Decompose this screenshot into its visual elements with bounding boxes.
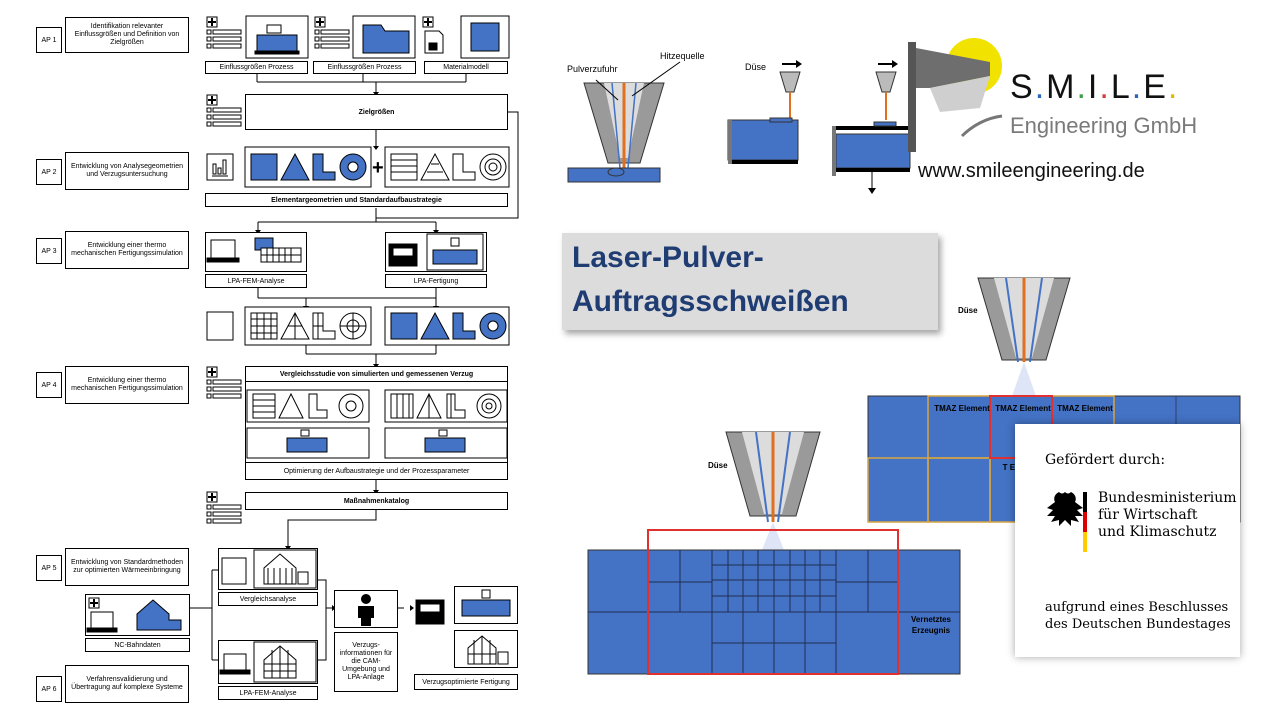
- label-nc-bahndaten: NC-Bahndaten: [85, 638, 190, 652]
- ap6-description: Verfahrensvalidierung und Übertragung au…: [65, 665, 189, 703]
- label-zielgroessen: Zielgrößen: [245, 94, 508, 130]
- mesh-bottom: [587, 431, 961, 675]
- ap3-description: Entwicklung einer thermo mechanischen Fe…: [65, 231, 189, 269]
- logo-letter-s: S: [1010, 68, 1035, 106]
- label-einfluss-prozess-1: Einflussgrößen Prozess: [205, 61, 308, 74]
- person-icon: [358, 594, 374, 626]
- fertigung-icon: [388, 233, 484, 271]
- company-subtitle: Engineering GmbH: [1010, 113, 1198, 138]
- tmaz-element-2: TMAZ Element: [995, 404, 1051, 413]
- nc-icon: [86, 597, 182, 633]
- ap2-geometry-icons: +: [206, 146, 510, 188]
- label-duese-process: Düse: [745, 62, 767, 72]
- ap1-description: Identifikation relevanter Einflussgrößen…: [65, 17, 189, 53]
- ap6-label: AP 6: [36, 676, 62, 702]
- funder-note-2: des Deutschen Bundestages: [1045, 617, 1231, 632]
- tmaz-element-1: TMAZ Element: [934, 404, 990, 413]
- ap1-icons: [206, 15, 510, 59]
- fem-icon: [206, 237, 302, 263]
- label-verzugsoptimierte-fertigung: Verzugsoptimierte Fertigung: [414, 674, 518, 690]
- vergleich-icons: [246, 389, 508, 459]
- ap5-label: AP 5: [36, 555, 62, 581]
- logo-dot-4: .: [1131, 68, 1144, 106]
- label-lpa-fertigung: LPA-Fertigung: [385, 274, 487, 288]
- vergleichsstudie-frame: [245, 366, 508, 480]
- company-url[interactable]: www.smileengineering.de: [918, 160, 1145, 182]
- ap5-description: Entwicklung von Standardmethoden zur opt…: [65, 548, 189, 586]
- label-lpa-fem-analyse-2: LPA-FEM-Analyse: [218, 686, 318, 700]
- label-vergleichsstudie: Vergleichsstudie von simulierten und gem…: [245, 366, 508, 382]
- logo-letter-m: M: [1046, 68, 1077, 106]
- logo-dot-1: .: [1034, 68, 1047, 106]
- ap1-label: AP 1: [36, 27, 62, 53]
- list-plus-icon: [206, 366, 242, 399]
- verzugsopt-icon: [467, 635, 509, 665]
- funder-note-1: aufgrund eines Beschlusses: [1045, 600, 1229, 615]
- ap4-description: Entwicklung einer thermo mechanischen Fe…: [65, 366, 189, 404]
- flow-connectors: [190, 74, 519, 663]
- smile-logo-icon: [908, 38, 1003, 152]
- label-vergleichsanalyse: Vergleichsanalyse: [218, 592, 318, 606]
- funder-intro: Gefördert durch:: [1045, 452, 1166, 468]
- logo-dot-2: .: [1076, 68, 1088, 106]
- label-optimierung: Optimierung der Aufbaustrategie und der …: [245, 462, 508, 480]
- fem2-icon: [219, 641, 317, 683]
- ap2-label: AP 2: [36, 159, 62, 185]
- label-verzugsinformationen: Verzugs-informationen für die CAM-Umgebu…: [334, 632, 398, 692]
- label-hitzequelle: Hitzequelle: [660, 51, 705, 61]
- label-elementargeometrien: Elementargeometrien und Standardaufbaust…: [205, 193, 508, 207]
- ministry-line-1: Bundesministerium: [1098, 490, 1237, 506]
- ap4-label: AP 4: [36, 372, 62, 398]
- fertigung2-icon: [461, 589, 511, 617]
- tmaz-element-3: TMAZ Element: [1057, 404, 1113, 413]
- company-name: S.M.I.L.E.: [1010, 68, 1179, 107]
- label-duese-top: Düse: [958, 306, 978, 315]
- ministry-line-2: für Wirtschaft: [1098, 507, 1198, 523]
- process-illustration: [567, 60, 911, 194]
- label-lpa-fem-analyse: LPA-FEM-Analyse: [205, 274, 307, 288]
- label-massnahmenkatalog: Maßnahmenkatalog: [245, 492, 508, 510]
- svg-text:+: +: [372, 157, 384, 179]
- list-plus-icon: [206, 491, 242, 524]
- ministry-line-3: und Klimaschutz: [1098, 524, 1217, 540]
- logo-letter-l: L: [1110, 68, 1132, 106]
- logo-dot-3: .: [1099, 68, 1111, 106]
- logo-letter-e: E: [1143, 68, 1168, 106]
- label-duese-bottom: Düse: [708, 461, 728, 470]
- ap3-label: AP 3: [36, 238, 62, 264]
- list-plus-icon: [206, 94, 242, 127]
- label-einfluss-prozess-2: Einflussgrößen Prozess: [313, 61, 416, 74]
- ap2-description: Entwicklung von Analysegeometrien und Ve…: [65, 152, 189, 190]
- logo-letter-i: I: [1087, 68, 1100, 106]
- vergleichsanalyse-icon: [221, 549, 317, 589]
- analysis-row-icons: [206, 306, 510, 346]
- funder-card: Gefördert durch: Bundesministerium für W…: [1015, 424, 1240, 657]
- label-pulverzufuhr: Pulverzufuhr: [567, 64, 618, 74]
- title-box: Laser-Pulver- Auftragsschweißen: [562, 233, 938, 330]
- label-vernetztes-erzeugnis: Vernetztes Erzeugnis: [910, 615, 952, 635]
- label-materialmodell: Materialmodell: [424, 61, 508, 74]
- title-line-2: Auftragsschweißen: [572, 285, 849, 318]
- machine-icon: [415, 599, 445, 625]
- federal-eagle-icon: [1047, 492, 1087, 552]
- tmaz-partial: T El: [1002, 463, 1018, 472]
- title-line-1: Laser-Pulver-: [572, 241, 764, 274]
- logo-dot-5: .: [1167, 68, 1180, 106]
